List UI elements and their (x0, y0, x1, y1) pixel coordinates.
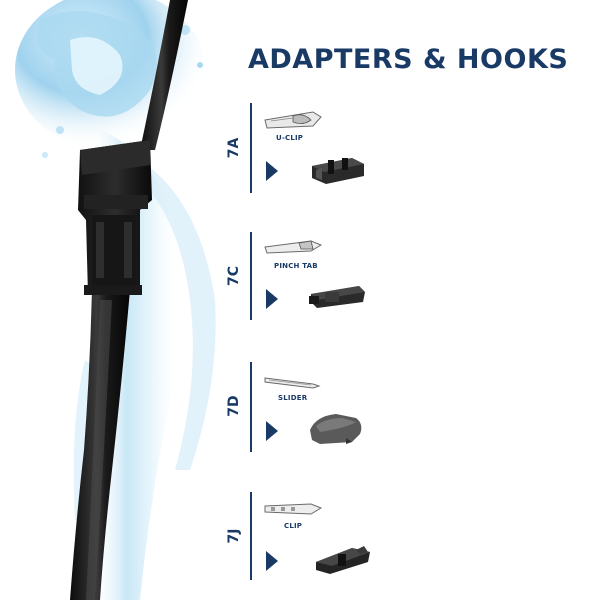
pinch-tab-hook-icon (264, 240, 323, 254)
page-title: ADAPTERS & HOOKS (248, 44, 569, 75)
hook-label-pinch-tab: PINCH TAB (274, 262, 318, 270)
section-divider (250, 232, 252, 320)
slider-hook-icon (264, 377, 321, 389)
section-code-7c: 7C (226, 266, 242, 287)
section-divider (250, 492, 252, 580)
u-clip-adapter-icon (312, 158, 364, 184)
clip-hook-icon (264, 503, 323, 515)
section-divider (250, 362, 252, 452)
section-code-7a: 7A (226, 137, 242, 159)
hook-label-u-clip: U-CLIP (276, 134, 304, 142)
arrow-icon (266, 421, 278, 441)
u-clip-hook-icon (264, 111, 322, 129)
clip-adapter-icon (316, 546, 370, 574)
section-code-7d: 7D (226, 395, 242, 417)
pinch-tab-adapter-icon (309, 286, 365, 308)
arrow-icon (266, 161, 278, 181)
hook-label-slider: SLIDER (278, 394, 308, 402)
arrow-icon (266, 289, 278, 309)
hook-label-clip: CLIP (284, 522, 303, 530)
arrow-icon (266, 551, 278, 571)
section-divider (250, 103, 252, 193)
slider-adapter-icon (310, 414, 362, 444)
section-code-7j: 7J (226, 528, 242, 544)
